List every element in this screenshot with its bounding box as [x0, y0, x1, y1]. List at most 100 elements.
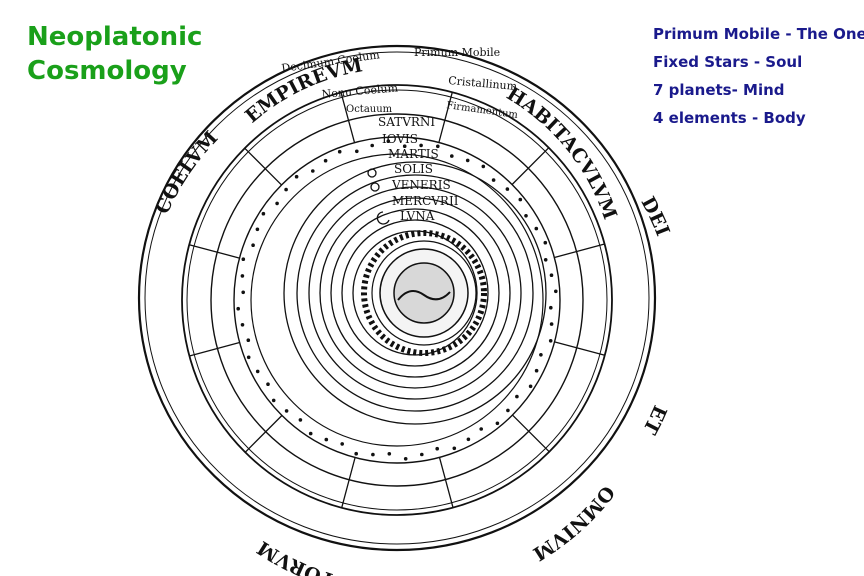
planet-symbols — [367, 168, 390, 225]
star-dot — [548, 339, 553, 343]
star-dot — [452, 446, 457, 451]
title-line-2: Cosmology — [27, 56, 187, 86]
zodiac-divider — [511, 147, 550, 185]
star-dot — [284, 409, 289, 413]
star-dot — [311, 169, 315, 173]
band-word-et: ET — [638, 402, 670, 438]
planetary-rings — [283, 161, 547, 425]
star-dot — [387, 452, 392, 456]
star-dot — [284, 187, 288, 192]
label-iovis: IOVIS — [382, 132, 418, 146]
star-dot — [246, 355, 251, 360]
star-dot — [420, 452, 424, 457]
band-word-omnium: OMNIVM — [529, 481, 619, 565]
star-dot — [240, 323, 245, 327]
star-dot — [370, 143, 375, 148]
ring-stars-inner — [250, 153, 544, 447]
fire-sphere — [361, 230, 487, 356]
ring-sun — [319, 197, 511, 389]
zodiac-divisions — [189, 92, 605, 508]
zodiac-divider — [438, 92, 453, 143]
star-dot — [354, 451, 359, 456]
legend-item-soul: Fixed Stars - Soul — [653, 53, 803, 71]
earth-sphere — [393, 262, 455, 324]
star-dot — [481, 164, 486, 169]
star-dot — [241, 257, 246, 262]
star-dot — [506, 408, 510, 413]
label-saturni: SATVRNI — [378, 115, 435, 129]
zodiac-divider — [244, 147, 282, 186]
star-dot — [543, 240, 548, 245]
star-dot — [534, 368, 539, 373]
star-dot — [518, 197, 523, 202]
star-dot — [261, 211, 266, 216]
legend-item-mind: 7 planets- Mind — [653, 81, 785, 99]
star-dot — [294, 174, 299, 179]
star-dot — [275, 201, 279, 206]
star-dot — [340, 442, 345, 446]
star-dot — [419, 143, 423, 148]
zodiac-divider — [244, 415, 283, 453]
star-dot — [386, 139, 391, 143]
star-dot — [465, 158, 470, 163]
ring-mars — [308, 186, 522, 400]
ring-zodiac-inner — [233, 136, 561, 464]
ring-outer-3 — [181, 84, 613, 516]
star-dot — [403, 457, 408, 461]
zodiac-divider — [340, 92, 356, 143]
star-dot — [271, 398, 276, 403]
diagram-title: Neoplatonic Cosmology — [27, 20, 227, 88]
star-dot — [450, 154, 454, 158]
fixed-stars — [236, 139, 558, 461]
sun-symbol-icon — [367, 168, 377, 178]
earth-center — [361, 230, 487, 356]
label-solis: SOLIS — [394, 162, 433, 176]
band-word-electorum: ELECTORVM — [254, 536, 394, 576]
label-cristallinum: Cristallinum — [448, 74, 518, 93]
star-dot — [466, 437, 471, 442]
star-dot — [528, 384, 533, 389]
landscape-icon — [397, 290, 451, 301]
label-veneris: VENERIS — [391, 178, 451, 192]
star-dot — [549, 273, 554, 278]
star-dot — [298, 418, 303, 422]
label-primum-mobile: Primum Mobile — [414, 46, 500, 59]
outer-rings — [137, 44, 657, 552]
legend-item-one: Primum Mobile - The One — [653, 25, 864, 43]
star-dot — [505, 187, 510, 191]
star-dot — [524, 214, 528, 218]
zodiac-divider — [189, 341, 240, 357]
star-dot — [543, 258, 548, 262]
star-dot — [241, 290, 245, 295]
label-nonum-coelum: Nonu Coelum — [321, 81, 399, 101]
label-mercurii: MERCVRII — [392, 194, 459, 208]
ring-mercury — [341, 219, 489, 367]
zodiac-divider — [554, 243, 605, 259]
star-dot — [246, 338, 251, 343]
air-sphere — [371, 240, 477, 346]
star-dot — [549, 322, 554, 326]
star-dot — [251, 243, 255, 247]
star-dot — [255, 227, 260, 232]
band-word-coelum: COELVM — [151, 127, 222, 217]
star-dot — [324, 437, 329, 442]
star-dot — [323, 158, 328, 163]
star-dot — [240, 274, 245, 278]
star-dot — [495, 421, 500, 426]
zodiac-divider — [438, 457, 454, 508]
ring-saturn — [283, 161, 547, 425]
star-dot — [491, 178, 496, 182]
legend: Primum Mobile - The One Fixed Stars - So… — [653, 20, 864, 132]
star-dot — [539, 353, 543, 357]
ring-venus — [330, 208, 500, 378]
moon-symbol-icon — [376, 211, 390, 225]
label-martis: MARTIS — [388, 147, 439, 161]
zodiac-divider — [189, 244, 240, 259]
star-dot — [308, 431, 313, 436]
star-dot — [337, 149, 342, 154]
venus-symbol-icon — [370, 182, 380, 192]
star-dot — [549, 305, 553, 310]
star-dot — [402, 144, 407, 148]
ring-zodiac-outer — [210, 113, 584, 487]
zodiac-divider — [512, 414, 550, 453]
